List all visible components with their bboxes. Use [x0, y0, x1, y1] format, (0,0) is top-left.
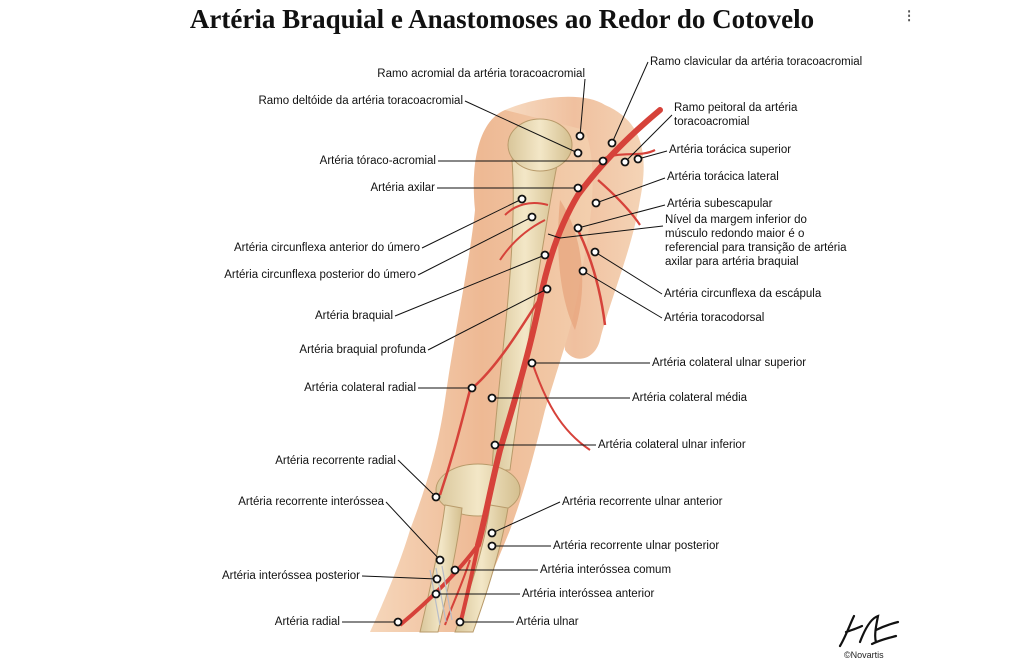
leader-lines: [342, 61, 673, 623]
label-rec-radial: Artéria recorrente radial: [275, 455, 396, 467]
label-rec-ulnar-post: Artéria recorrente ulnar posterior: [553, 540, 720, 552]
label-toraco-acromial: Artéria tóraco-acromial: [319, 155, 436, 167]
label-circ-escapula: Artéria circunflexa da escápula: [664, 288, 822, 300]
label-interossea-posterior: Artéria interóssea posterior: [221, 570, 360, 582]
label-toracica-lateral: Artéria torácica lateral: [667, 171, 779, 183]
label-col-media: Artéria colateral média: [632, 392, 748, 404]
brand-text: ©Novartis: [844, 650, 884, 660]
label-circ-posterior: Artéria circunflexa posterior do úmero: [224, 269, 416, 281]
label-toracodorsal: Artéria toracodorsal: [664, 312, 765, 324]
interosseous-branch: [444, 559, 471, 626]
ulnar-artery-path: [458, 544, 480, 626]
label-toracica-superior: Artéria torácica superior: [669, 144, 792, 156]
subscapular-branch: [576, 229, 607, 326]
muscle-mass: [558, 200, 583, 330]
humeral-head: [507, 118, 573, 172]
label-ulnar: Artéria ulnar: [516, 616, 579, 628]
label-acromial: Ramo acromial da artéria toracoacromial: [377, 68, 585, 80]
radial-artery-path: [398, 543, 480, 627]
page-title: Artéria Braquial e Anastomoses ao Redor …: [189, 4, 815, 34]
label-col-ulnar-inf: Artéria colateral ulnar inferior: [598, 439, 746, 451]
label-radial: Artéria radial: [274, 616, 340, 628]
circumflex-branches: [499, 202, 549, 261]
label-rec-interossea: Artéria recorrente interóssea: [238, 496, 384, 508]
label-interossea-anterior: Artéria interóssea anterior: [522, 588, 655, 600]
elbow-joint: [435, 463, 521, 517]
label-interossea-comum: Artéria interóssea comum: [540, 564, 672, 576]
label-subescapular: Artéria subescapular: [667, 198, 773, 210]
transition-arrow: [547, 233, 561, 239]
artist-signature: [838, 614, 900, 648]
collateral-branch: [531, 361, 591, 451]
label-clavicular: Ramo clavicular da artéria toracoacromia…: [650, 56, 863, 68]
label-braquial: Artéria braquial: [315, 310, 393, 322]
pointer-markers: [393, 131, 643, 627]
label-deltoide: Ramo deltóide da artéria toracoacromial: [258, 95, 463, 107]
label-braquial-profunda: Artéria braquial profunda: [299, 344, 426, 356]
label-axilar: Artéria axilar: [370, 182, 435, 194]
label-nivel: Nível da margem inferior do músculo redo…: [665, 214, 847, 268]
label-circ-anterior: Artéria circunflexa anterior do úmero: [234, 242, 420, 254]
label-rec-ulnar-ant: Artéria recorrente ulnar anterior: [562, 496, 723, 508]
ulna-bone: [454, 504, 509, 633]
label-col-ulnar-sup: Artéria colateral ulnar superior: [652, 357, 807, 369]
label-peitoral: Ramo peitoral da artéria toracoacromial: [674, 102, 798, 128]
corner-mark: ⁝: [906, 6, 912, 26]
label-col-radial: Artéria colateral radial: [304, 382, 416, 394]
